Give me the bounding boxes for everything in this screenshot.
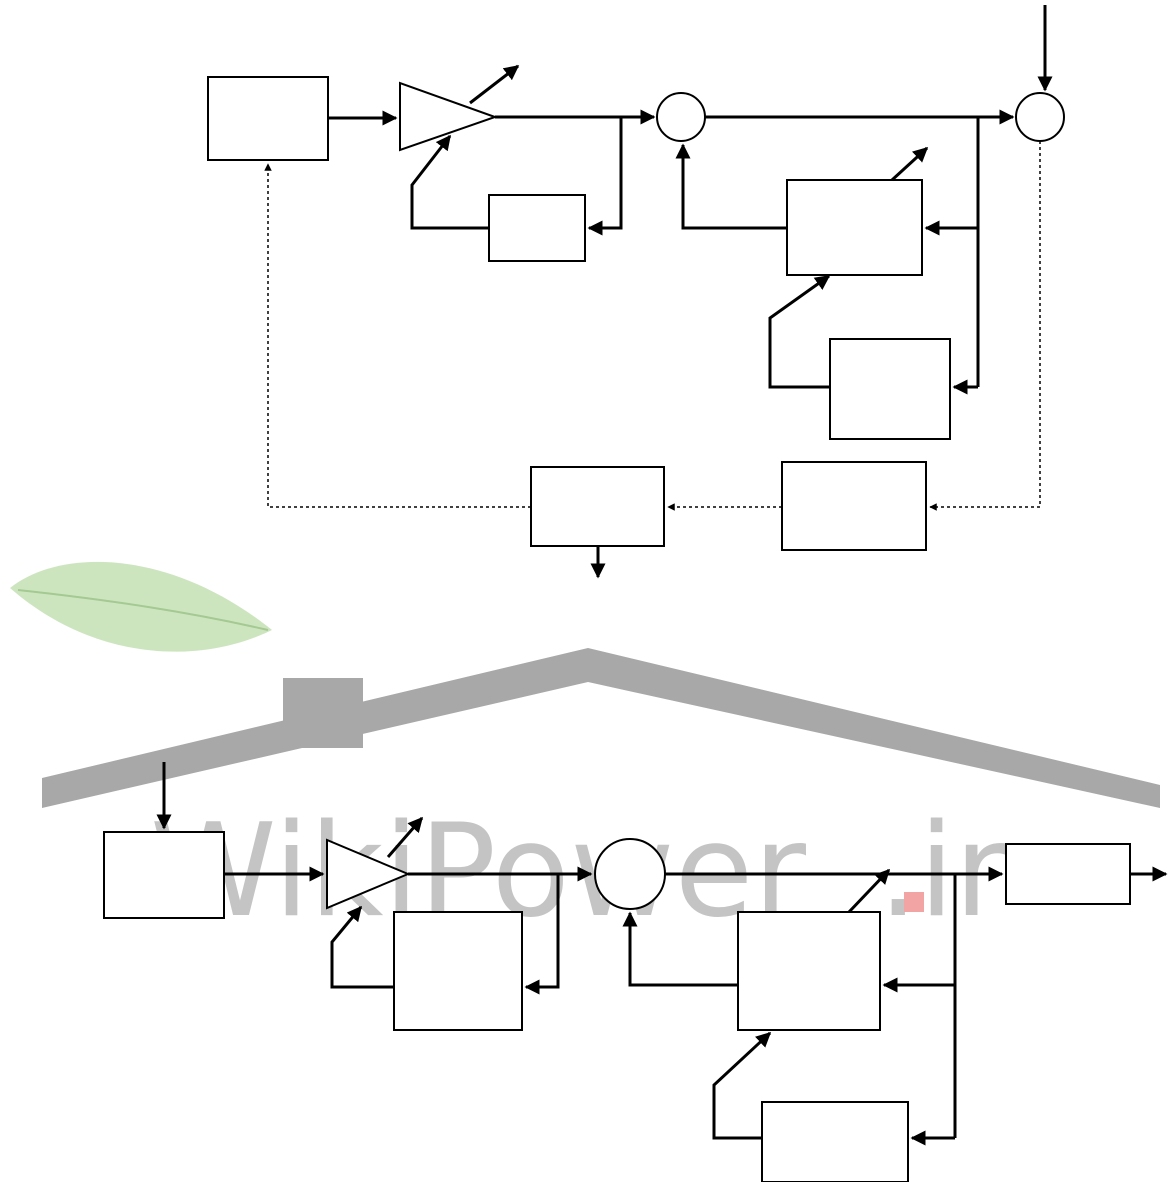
upper-sensor-block <box>781 461 927 551</box>
lower-arrow-to-amp-feedback <box>524 874 560 995</box>
lower-summing-junction <box>594 838 666 910</box>
lower-diagram <box>103 762 1168 1182</box>
upper-summing-junction-1 <box>656 92 706 142</box>
lower-controller-block <box>737 911 881 1031</box>
upper-diagram <box>207 5 1065 579</box>
upper-tuner-block <box>829 338 951 440</box>
upper-controller-block <box>786 179 923 276</box>
upper-input-block <box>207 76 329 161</box>
lower-arrow-controller-to-sum <box>622 911 738 987</box>
upper-amp-feedback-block <box>488 194 586 262</box>
lower-amp-feedback-block <box>393 911 523 1031</box>
lower-tuner-block <box>761 1101 909 1182</box>
lower-controller-output-arrow <box>847 868 891 914</box>
watermark: WikiPower .ir <box>10 561 1160 946</box>
leaf-icon <box>10 561 272 652</box>
house-roof-logo <box>42 648 1160 808</box>
lower-arrow-gain-adjust <box>330 905 394 989</box>
upper-amp-output-arrow <box>469 64 520 105</box>
upper-summing-junction-2 <box>1015 92 1065 142</box>
upper-estimator-block <box>530 466 665 547</box>
lower-amp-output-arrow <box>386 816 424 858</box>
upper-arrow-tuner-to-controller <box>768 274 831 389</box>
watermark-tld-text: .ir <box>878 797 1007 946</box>
lower-output-block <box>1005 843 1131 905</box>
upper-dotted-arrow-to-sensor <box>929 141 1041 511</box>
lower-amplifier-triangle <box>326 838 411 910</box>
upper-amplifier-triangle <box>399 81 499 152</box>
upper-controller-output-arrow <box>890 146 929 182</box>
upper-arrow-gain-adjust <box>410 134 489 230</box>
lower-input-block <box>103 831 225 919</box>
lower-arrow-tuner-to-controller <box>712 1031 772 1140</box>
watermark-dot <box>904 892 924 912</box>
upper-arrow-to-amp-feedback <box>587 117 623 236</box>
upper-arrow-controller-to-sum1 <box>675 143 787 230</box>
